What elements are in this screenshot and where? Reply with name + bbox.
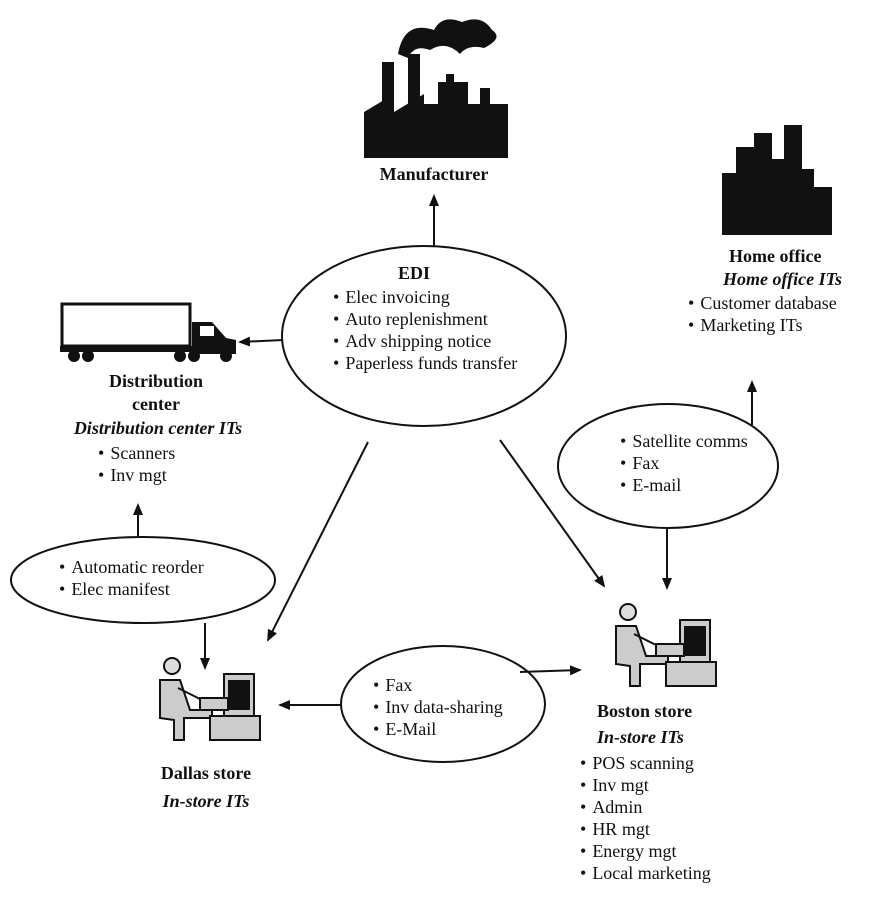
- computer-worker-icon: [615, 603, 717, 687]
- edi-title: EDI: [398, 263, 431, 283]
- dallas-store-title: Dallas store: [160, 763, 252, 783]
- edi-to-dallas-arrow: [267, 441, 369, 642]
- list-item: Fax: [373, 674, 503, 696]
- home-office-list: Customer database Marketing ITs: [688, 292, 837, 336]
- list-item: Auto replenishment: [333, 308, 517, 330]
- home-link-list: Satellite comms Fax E-mail: [620, 430, 748, 496]
- edi-to-distribution-arrow: [238, 336, 284, 347]
- edi-list: Elec invoicing Auto replenishment Adv sh…: [333, 286, 517, 374]
- list-item: Elec invoicing: [333, 286, 517, 308]
- dallas-store-subtitle: In-store ITs: [162, 791, 250, 811]
- distribution-center-title-line2: center: [132, 394, 180, 414]
- list-item: POS scanning: [580, 752, 711, 774]
- manufacturer-label: Manufacturer: [379, 164, 489, 184]
- list-item: Energy mgt: [580, 840, 711, 862]
- storelink-to-boston-arrow: [519, 665, 582, 676]
- list-item: Inv mgt: [580, 774, 711, 796]
- list-item: Automatic reorder: [59, 556, 203, 578]
- boston-store-subtitle: In-store ITs: [597, 727, 684, 747]
- distribution-center-title: Distribution: [108, 371, 204, 391]
- computer-worker-icon: [159, 657, 261, 741]
- list-item: Fax: [620, 452, 748, 474]
- distribution-center-list: Scanners Inv mgt: [98, 442, 175, 486]
- edi-to-boston-arrow: [499, 439, 606, 588]
- office-buildings-icon: [722, 125, 832, 235]
- list-item: Marketing ITs: [688, 314, 837, 336]
- list-item: Paperless funds transfer: [333, 352, 517, 374]
- list-item: Adv shipping notice: [333, 330, 517, 352]
- list-item: Scanners: [98, 442, 175, 464]
- list-item: Inv mgt: [98, 464, 175, 486]
- dc-link-list: Automatic reorder Elec manifest: [59, 556, 204, 600]
- boston-store-list: POS scanning Inv mgt Admin HR mgt Energy…: [580, 752, 711, 884]
- factory-icon: [364, 19, 508, 158]
- home-office-title: Home office: [729, 246, 822, 266]
- list-item: Local marketing: [580, 862, 710, 884]
- list-item: E-mail: [620, 474, 748, 496]
- truck-icon: [60, 302, 236, 362]
- list-item: Inv data-sharing: [373, 696, 502, 718]
- list-item: Customer database: [688, 292, 836, 314]
- list-item: Satellite comms: [620, 430, 747, 452]
- home-office-subtitle: Home office ITs: [723, 269, 842, 289]
- list-item: E-Mail: [373, 718, 503, 740]
- list-item: Elec manifest: [59, 578, 204, 600]
- boston-store-title: Boston store: [597, 701, 693, 721]
- distribution-center-subtitle: Distribution center ITs: [73, 418, 243, 438]
- list-item: HR mgt: [580, 818, 711, 840]
- list-item: Admin: [580, 796, 711, 818]
- store-link-list: Fax Inv data-sharing E-Mail: [373, 674, 503, 740]
